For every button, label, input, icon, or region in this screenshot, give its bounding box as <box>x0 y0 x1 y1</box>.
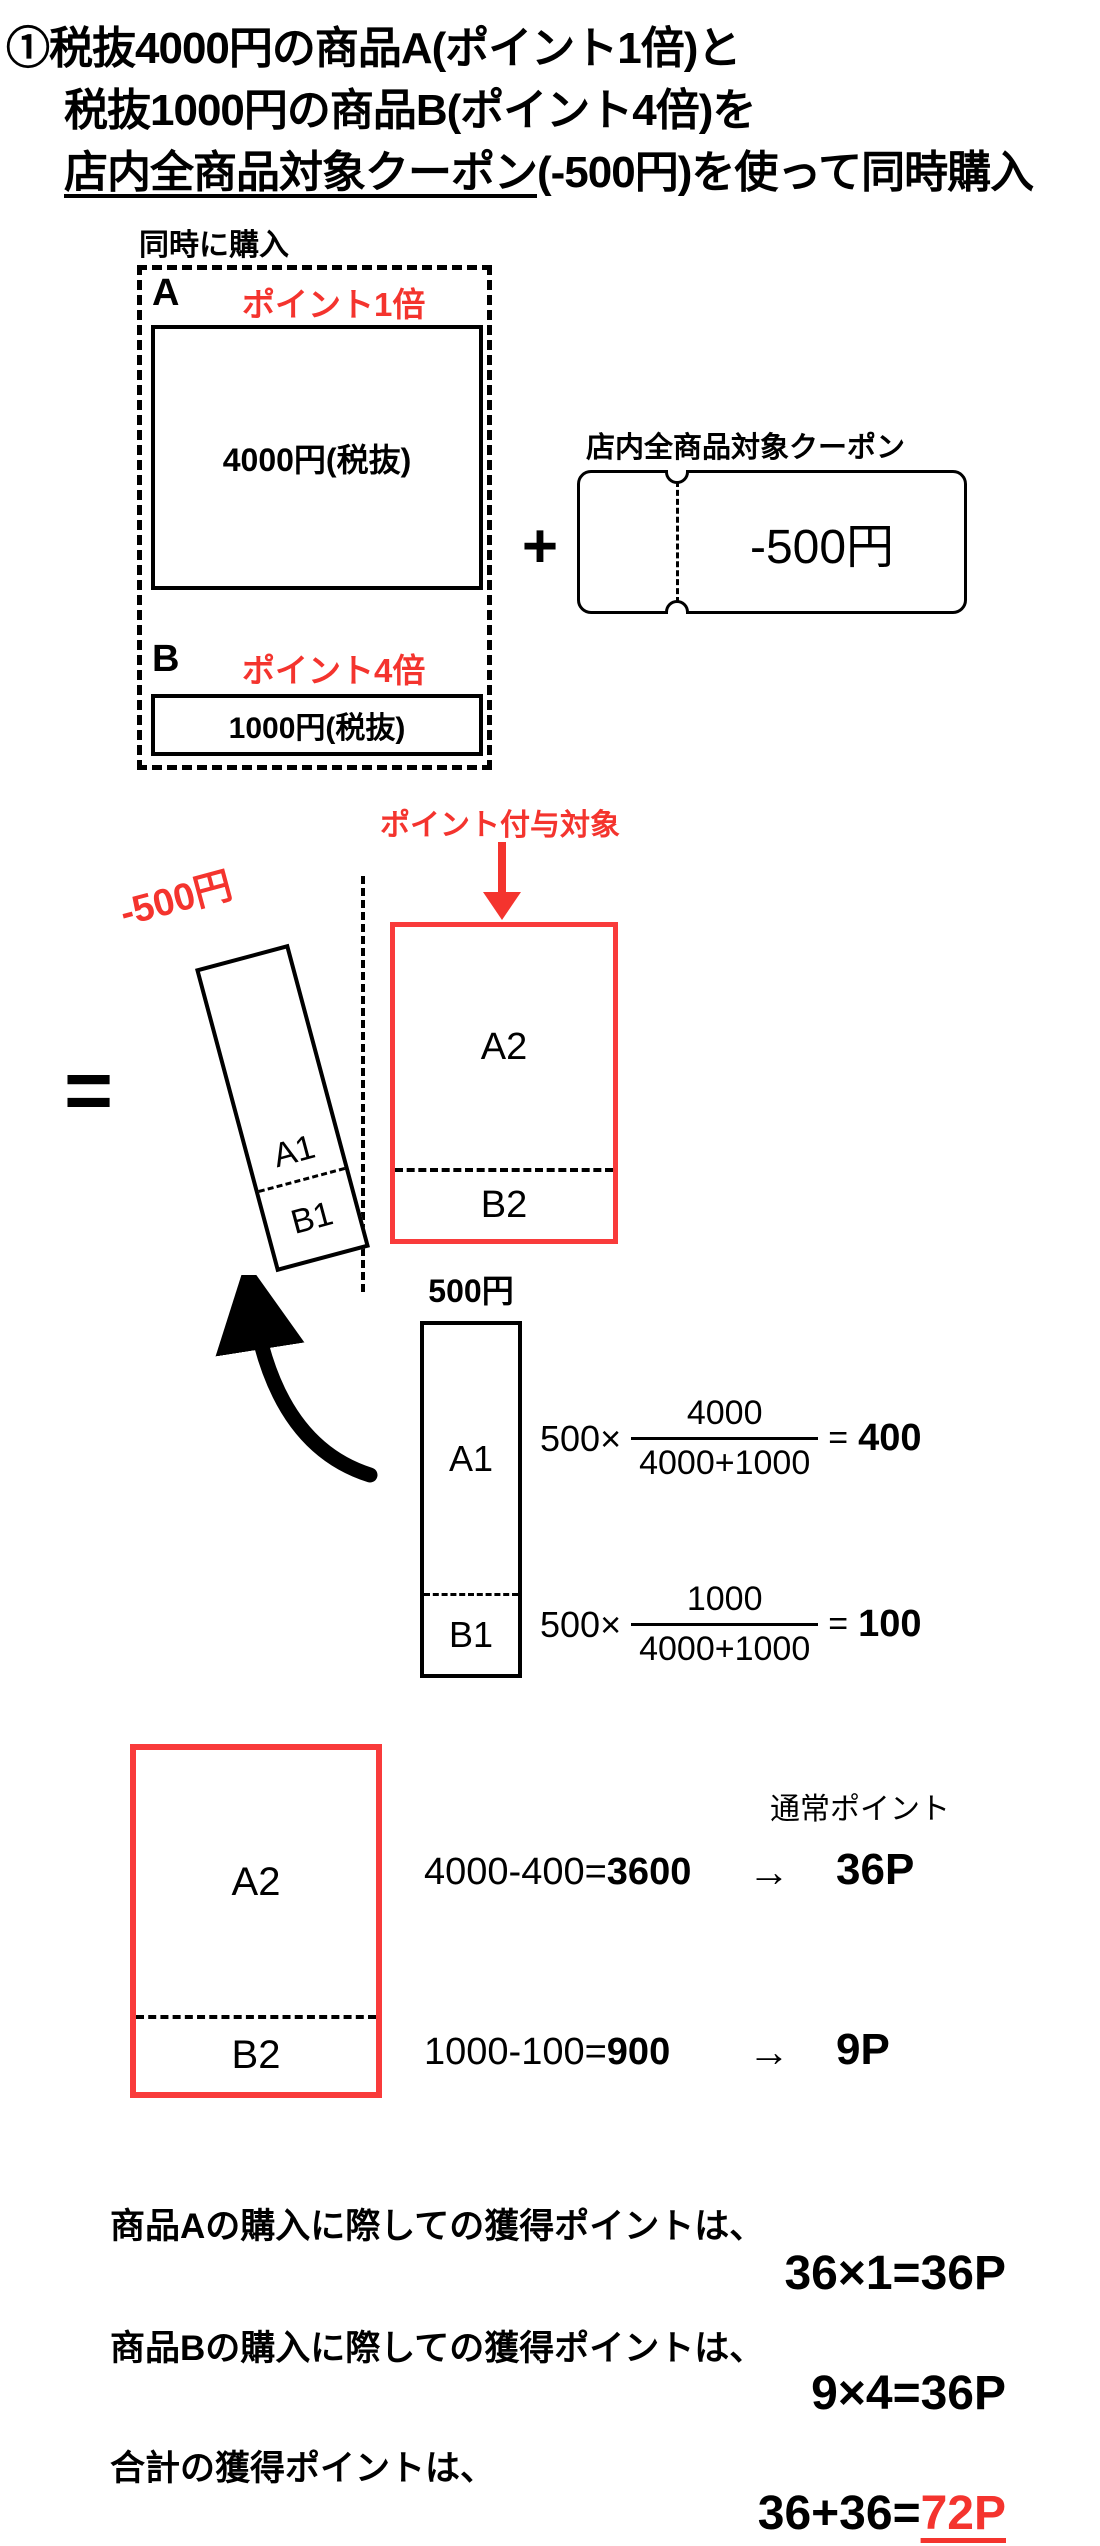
formula-b-denominator: 4000+1000 <box>631 1623 819 1671</box>
tilted-split-box: A1 B1 <box>195 943 370 1273</box>
summary-calc-total: 36+36=72P <box>610 2486 1006 2541</box>
allocation-b1-label: B1 <box>448 1614 494 1655</box>
final-b2-label: B2 <box>231 2033 281 2077</box>
header-line-1: ①税抜4000円の商品A(ポイント1倍)と <box>6 24 741 73</box>
amount-expr-a-result: 3600 <box>606 1851 692 1893</box>
product-a-box: 4000円(税抜) <box>151 325 483 590</box>
formula-a-fraction: 4000 4000+1000 <box>631 1392 819 1485</box>
points-target-label: ポイント付与対象 <box>380 809 620 842</box>
amount-expr-b-result: 900 <box>606 2031 671 2073</box>
amount-expr-a-text: 4000-400= <box>424 1851 607 1893</box>
header-line-3: 店内全商品対象クーポン(-500円)を使って同時購入 <box>64 136 1034 200</box>
purchase-group-dashed-box: A ポイント1倍 4000円(税抜) B ポイント4倍 1000円(税抜) <box>137 265 492 770</box>
equals-icon: = <box>64 1043 114 1137</box>
curved-arrow-icon <box>215 1275 378 1483</box>
allocation-total-label: 500円 <box>428 1273 514 1309</box>
allocation-formula-b: 500× 1000 4000+1000 = 100 <box>540 1578 922 1671</box>
allocation-formula-a: 500× 4000 4000+1000 = 400 <box>540 1392 922 1485</box>
points-a-value: 36P <box>836 1845 915 1894</box>
ticket-notch-top-icon <box>665 470 689 484</box>
tilted-a1-label: A1 <box>269 1127 320 1176</box>
tilted-discount-label: -500円 <box>115 864 237 935</box>
summary-calc-total-prefix: 36+36= <box>757 2487 921 2540</box>
summary-calc-total-result: 72P <box>920 2487 1006 2540</box>
coupon-value: -500円 <box>749 521 895 574</box>
ticket-notch-bottom-icon <box>665 600 689 614</box>
point-target-box-divider <box>395 1168 613 1172</box>
header-line-3-rest: (-500円)を使って同時購入 <box>537 148 1034 197</box>
down-arrow-head-icon <box>483 892 521 920</box>
formula-a-equals: = <box>828 1419 849 1457</box>
points-b-value: 9P <box>836 2025 890 2074</box>
final-box-divider <box>136 2015 376 2019</box>
formula-b-lead: 500× <box>540 1603 622 1645</box>
product-b-point-rate: ポイント4倍 <box>242 652 426 689</box>
formula-b-result: 100 <box>858 1603 922 1645</box>
coupon-ticket: -500円 <box>577 470 967 614</box>
product-b-box: 1000円(税抜) <box>151 694 483 756</box>
point-target-a2-label: A2 <box>480 1026 528 1068</box>
formula-b-fraction: 1000 4000+1000 <box>631 1578 819 1671</box>
product-a-price: 4000円(税抜) <box>222 441 412 478</box>
final-a2-label: A2 <box>231 1860 281 1904</box>
summary-calc-b: 9×4=36P <box>811 2367 1006 2420</box>
point-target-b2-label: B2 <box>480 1184 528 1226</box>
header-line-2: 税抜1000円の商品B(ポイント4倍)を <box>64 86 756 135</box>
final-amount-box: A2 B2 <box>130 1744 382 2098</box>
formula-a-result: 400 <box>858 1417 922 1459</box>
coupon-label: 店内全商品対象クーポン <box>586 432 906 464</box>
summary-calc-a: 36×1=36P <box>784 2247 1006 2300</box>
dashed-separator-line <box>361 876 365 1292</box>
allocation-box: A1 B1 <box>420 1321 522 1678</box>
amount-expr-b-text: 1000-100= <box>424 2031 607 2073</box>
amount-expression-b: 1000-100=900 <box>424 2031 670 2074</box>
product-a-id: A <box>152 272 180 314</box>
summary-line-a: 商品Aの購入に際しての獲得ポイントは、 <box>110 2207 765 2246</box>
formula-a-lead: 500× <box>540 1417 622 1459</box>
product-b-id: B <box>152 638 180 680</box>
right-arrow-b-icon: → <box>748 2028 790 2075</box>
point-target-box: A2 B2 <box>390 922 618 1244</box>
amount-expression-a: 4000-400=3600 <box>424 1851 691 1894</box>
formula-a-denominator: 4000+1000 <box>631 1437 819 1485</box>
formula-b-equals: = <box>828 1605 849 1643</box>
plus-icon: + <box>521 512 559 581</box>
product-a-point-rate: ポイント1倍 <box>242 286 426 323</box>
down-arrow-icon <box>498 842 506 894</box>
normal-points-header: 通常ポイント <box>770 1793 950 1826</box>
summary-line-b: 商品Bの購入に際しての獲得ポイントは、 <box>110 2329 765 2368</box>
allocation-a1-label: A1 <box>448 1438 494 1479</box>
formula-a-numerator: 4000 <box>686 1394 763 1432</box>
summary-line-total: 合計の獲得ポイントは、 <box>110 2449 496 2488</box>
simultaneous-purchase-label: 同時に購入 <box>139 229 289 262</box>
allocation-box-divider <box>424 1593 518 1596</box>
ticket-perforation-line <box>676 481 679 603</box>
product-b-price: 1000円(税抜) <box>228 712 406 745</box>
formula-b-numerator: 1000 <box>686 1580 763 1618</box>
header-coupon-underlined: 店内全商品対象クーポン <box>64 148 538 197</box>
right-arrow-a-icon: → <box>748 1848 790 1895</box>
